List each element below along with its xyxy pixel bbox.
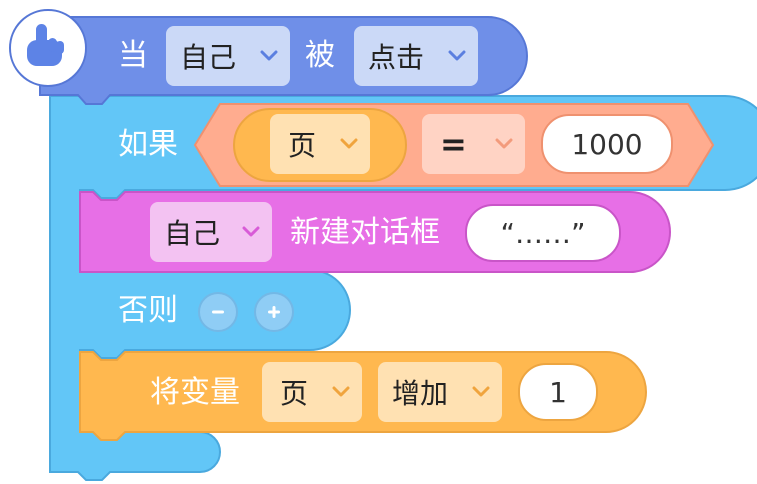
change-variable-dropdown[interactable]: 页	[262, 362, 362, 422]
chevron-down-icon	[332, 386, 350, 397]
new-dialog-label: 新建对话框	[290, 215, 440, 250]
plus-icon	[268, 306, 280, 318]
dialog-text-value: “……”	[500, 216, 586, 250]
chevron-down-icon	[495, 138, 513, 149]
change-mode-value: 增加	[392, 377, 449, 410]
event-target-value: 自己	[180, 41, 237, 74]
condition-variable-value: 页	[288, 129, 317, 162]
when-label: 当	[118, 38, 148, 73]
change-variable-label: 将变量	[150, 375, 240, 410]
chevron-down-icon	[448, 50, 466, 61]
event-connector-label: 被	[305, 38, 335, 73]
chevron-down-icon	[472, 386, 490, 397]
event-target-dropdown[interactable]: 自己	[166, 26, 290, 86]
change-variable-value: 页	[280, 377, 309, 410]
change-variable-block[interactable]	[79, 351, 647, 441]
condition-compare-value: 1000	[571, 127, 643, 161]
else-label: 否则	[118, 293, 178, 328]
condition-variable-dropdown[interactable]: 页	[270, 114, 370, 174]
minus-icon	[212, 310, 224, 314]
dialog-text-input[interactable]: “……”	[465, 204, 621, 262]
chevron-down-icon	[260, 50, 278, 61]
add-branch-button[interactable]	[254, 292, 294, 332]
remove-branch-button[interactable]	[198, 292, 238, 332]
condition-operator-dropdown[interactable]: =	[422, 114, 525, 174]
event-action-dropdown[interactable]: 点击	[354, 26, 478, 86]
change-mode-dropdown[interactable]: 增加	[378, 362, 502, 422]
change-amount-value: 1	[549, 375, 567, 409]
condition-compare-input[interactable]: 1000	[541, 114, 673, 174]
dialog-target-dropdown[interactable]: 自己	[150, 202, 272, 262]
condition-operator-value: =	[440, 125, 467, 163]
chevron-down-icon	[340, 138, 358, 149]
event-action-value: 点击	[368, 41, 425, 74]
change-amount-input[interactable]: 1	[518, 363, 598, 421]
dialog-target-value: 自己	[164, 217, 221, 250]
hand-pointer-icon	[27, 24, 64, 66]
if-label: 如果	[118, 127, 178, 162]
chevron-down-icon	[242, 226, 260, 237]
